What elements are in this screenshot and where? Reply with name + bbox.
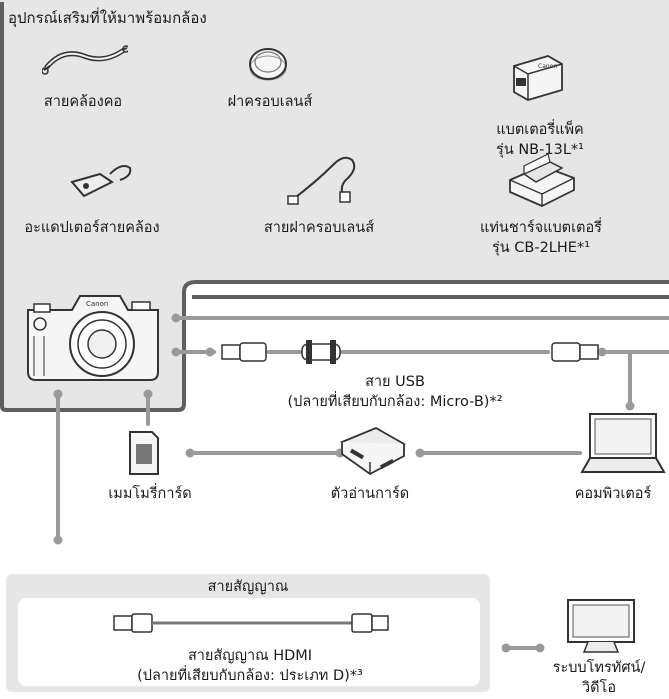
lens-cap-strap-label: สายฝาครอบเลนส์ <box>263 220 375 236</box>
neck-strap-label: สายคล้องคอ <box>43 94 123 110</box>
tv-icon <box>567 599 635 653</box>
battery-pack-label: แบตเตอรี่แพ็ค รุ่น NB-13L*¹ <box>496 122 584 158</box>
computer-label: คอมพิวเตอร์ <box>574 486 652 502</box>
strap-adapter-icon <box>70 165 132 198</box>
lens-cap-icon <box>249 48 287 81</box>
hdmi-cable-icon <box>113 613 389 633</box>
memory-card-icon <box>129 431 159 475</box>
computer-icon <box>580 413 666 473</box>
lens-cap-label: ฝาครอบเลนส์ <box>227 94 313 110</box>
neck-strap-icon <box>42 45 128 75</box>
svg-text:Canon: Canon <box>538 63 557 70</box>
tv-label: ระบบโทรทัศน์/ วิดีโอ <box>552 660 646 696</box>
svg-text:Canon: Canon <box>86 300 108 308</box>
usb-cable-label: สาย USB (ปลายที่เสียบกับกล้อง: Micro-B)*… <box>287 374 503 410</box>
battery-pack-icon: Canon <box>513 55 563 101</box>
battery-charger-label: แท่นชาร์จแบตเตอรี่ รุ่น CB-2LHE*¹ <box>480 220 602 256</box>
card-reader-label: ตัวอ่านการ์ด <box>330 486 410 502</box>
strap-adapter-label: อะแดปเตอร์สายคล้อง <box>24 220 160 236</box>
memory-card-label: เมมโมรี่การ์ด <box>108 486 192 502</box>
card-reader-icon <box>340 427 406 476</box>
hdmi-cable-label: สายสัญญาณ HDMI (ปลายที่เสียบกับกล้อง: ปร… <box>137 648 363 684</box>
signal-cable-header: สายสัญญาณ <box>207 579 289 595</box>
battery-charger-icon <box>509 153 575 207</box>
accessories-header: อุปกรณ์เสริมที่ให้มาพร้อมกล้อง <box>8 9 207 27</box>
usb-cable-icon <box>221 340 599 364</box>
camera-icon: Canon <box>27 295 159 381</box>
lens-cap-strap-icon <box>287 156 356 205</box>
